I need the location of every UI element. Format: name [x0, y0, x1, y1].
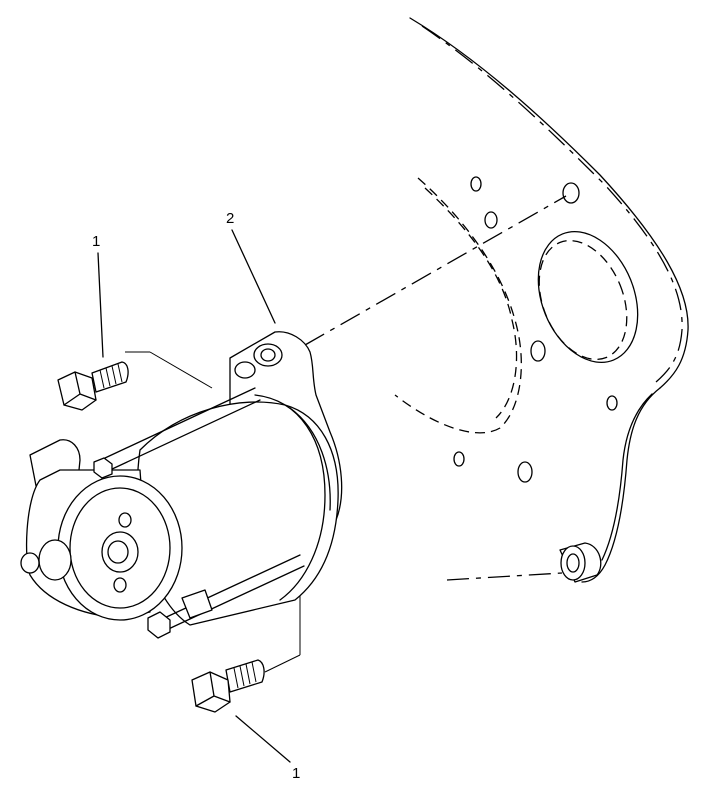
starter-motor [20, 331, 343, 639]
callout-starter-motor: 2 [226, 210, 234, 227]
callout-bolt-lower: 1 [292, 765, 300, 782]
flywheel-housing-plate [394, 17, 689, 583]
callout-bolt-upper: 1 [92, 233, 100, 250]
cap-screw-upper [57, 361, 129, 411]
cap-screw-lower [191, 659, 265, 713]
callout-leaders [97, 229, 291, 763]
